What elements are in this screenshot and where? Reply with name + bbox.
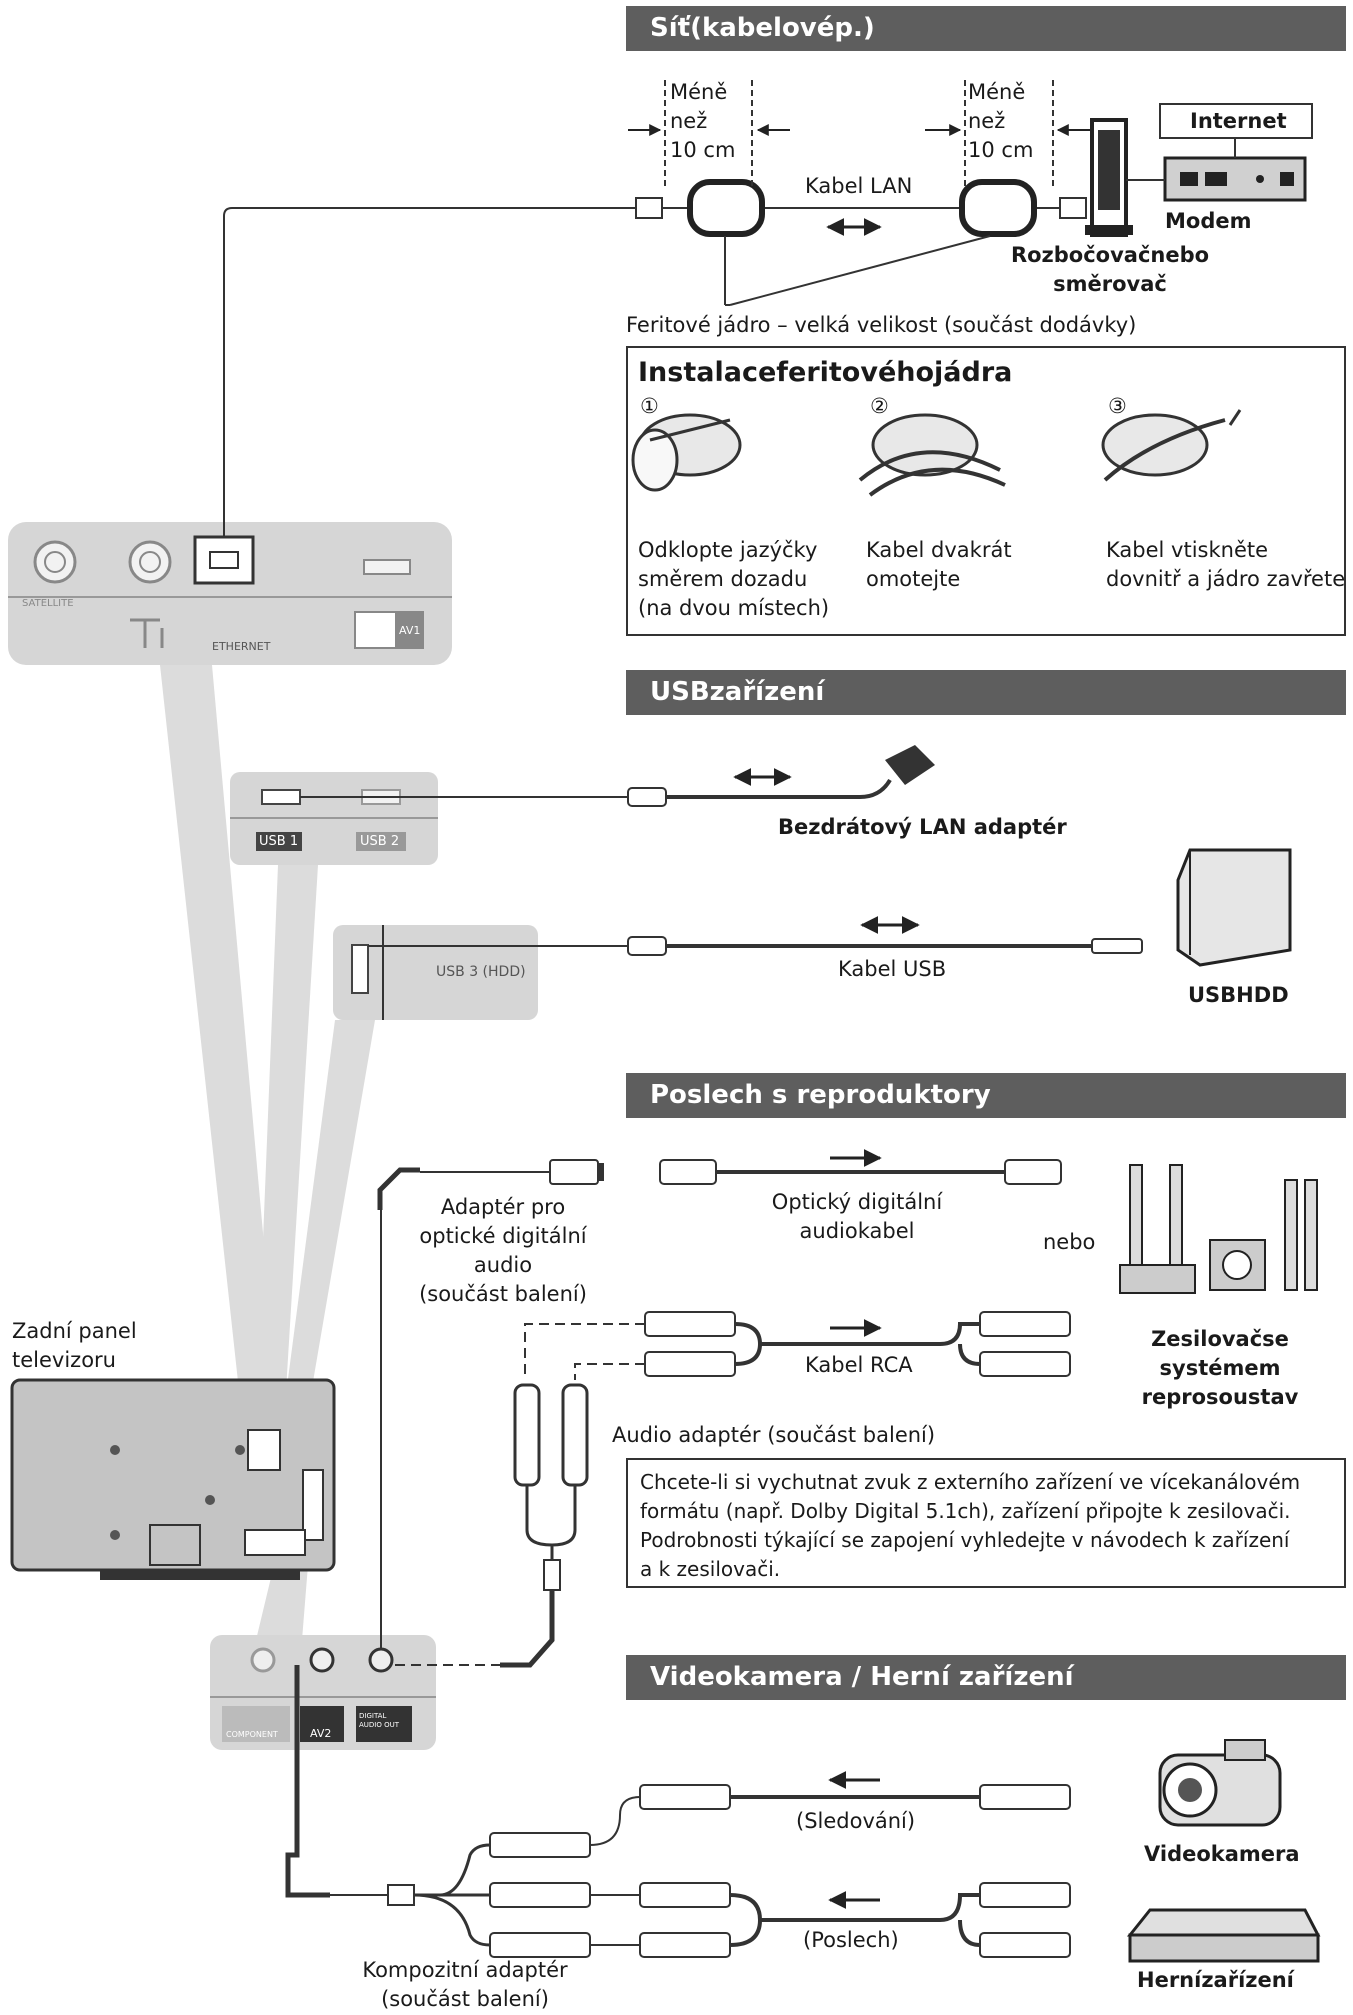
section-header-network: Síť(kabelovép.): [626, 6, 1346, 51]
ferrite-install-frame: [626, 346, 1346, 636]
digital-audio-out-label: DIGITAL AUDIO OUT: [359, 1712, 400, 1729]
usb-hdd-label: USBHDD: [1188, 983, 1289, 1007]
callout-beam-usb3: [280, 1020, 375, 1440]
amplifier-speakers-icon: [1119, 1164, 1318, 1294]
ferrite-step-1-icon: [631, 413, 742, 492]
ferrite-core-right: [959, 179, 1037, 237]
hdmi-port: [363, 559, 411, 575]
or-label: nebo: [1043, 1230, 1096, 1254]
camcorder-label: Videokamera: [1144, 1842, 1300, 1866]
digital-audio-out-jack: [368, 1647, 394, 1673]
usb1-port: [261, 789, 301, 805]
av2-label: AV2: [310, 1727, 332, 1740]
usb2-label: USB 2: [360, 834, 400, 849]
usb3-port: [351, 944, 369, 994]
watch-label: (Sledování): [796, 1809, 916, 1833]
step-3-number: ③: [1108, 394, 1127, 418]
game-console-label: Hernízařízení: [1137, 1968, 1294, 1992]
audio-adapter-plug-l: [513, 1383, 541, 1487]
internet-box: [1159, 103, 1313, 139]
tv-panel-top: [8, 522, 452, 665]
ferrite-step-2-icon: [858, 413, 1006, 497]
usb-cable-label: Kabel USB: [838, 957, 947, 981]
modem-label: Modem: [1165, 209, 1252, 233]
ferrite-step-3-icon: [1101, 409, 1242, 482]
callout-beam-network: [160, 665, 278, 1400]
section-header-camera: Videokamera / Herní zařízení: [626, 1655, 1346, 1700]
composite-adapter-label: Kompozitní adaptér(součást balení): [362, 1958, 568, 2011]
usb1-label: USB 1: [259, 834, 299, 849]
ferrite-label: Feritové jádro – velká velikost (součást…: [626, 313, 1137, 337]
internet-label: Internet: [1190, 109, 1287, 133]
audio-adapter-plug-r: [561, 1383, 589, 1487]
av2-jack: [309, 1647, 335, 1673]
component-jack: [250, 1647, 276, 1673]
usb-hdd-icon: [1176, 848, 1292, 967]
satellite-label: SATELLITE: [22, 598, 74, 609]
wireless-lan-adapter-icon: [885, 745, 935, 785]
audio-adapter-label: Audio adaptér (součást balení): [612, 1423, 936, 1447]
step-1-number: ①: [640, 394, 659, 418]
usb3-panel: [333, 925, 538, 1020]
game-console-icon: [1126, 1908, 1321, 1963]
ferrite-install-title: Instalaceferitovéhojádra: [638, 357, 1013, 388]
ethernet-port: [193, 535, 255, 585]
ethernet-label: ETHERNET: [212, 640, 271, 653]
satellite-port: [33, 540, 77, 584]
section-header-usb: USBzařízení: [626, 670, 1346, 715]
lan-cable-label: Kabel LAN: [805, 174, 913, 198]
satellite-port-2: [128, 540, 172, 584]
callout-beam-usb12: [255, 865, 318, 1440]
section-header-speakers: Poslech s reproduktory: [626, 1073, 1346, 1118]
camcorder-icon: [1158, 1739, 1282, 1827]
ferrite-core-left: [687, 179, 765, 237]
av1-label: AV1: [399, 624, 421, 637]
step-2-number: ②: [870, 394, 889, 418]
usb3-label: USB 3 (HDD): [436, 964, 526, 980]
rca-cable-label: Kabel RCA: [805, 1353, 913, 1377]
optical-adapter-plug: [377, 1167, 420, 1210]
multichannel-note: Chcete-li si vychutnat zvuk z externího …: [626, 1458, 1346, 1588]
listen-label: (Poslech): [803, 1928, 899, 1952]
wireless-lan-label: Bezdrátový LAN adaptér: [778, 815, 1067, 839]
component-label: COMPONENT: [226, 1730, 278, 1739]
